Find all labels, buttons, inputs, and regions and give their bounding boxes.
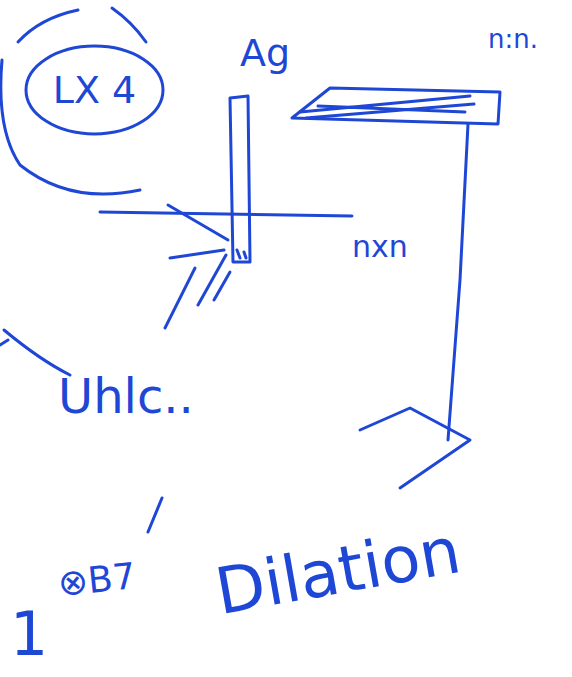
sketch-arc xyxy=(4,330,70,375)
node-text: LX 4 xyxy=(53,71,136,109)
sketch-ray xyxy=(198,255,226,305)
note-text: ⊗B7 xyxy=(56,558,137,602)
vertical-bar xyxy=(230,96,250,262)
element-symbol: Ag xyxy=(240,34,290,72)
stand-base xyxy=(360,408,470,488)
sketch-arc xyxy=(18,10,78,42)
sketch-stroke xyxy=(148,498,162,532)
sketch-line xyxy=(100,212,352,216)
stand-pole xyxy=(448,124,468,440)
heading-note: Dilation xyxy=(211,518,465,624)
platform xyxy=(292,88,500,124)
sketch-arc xyxy=(112,8,146,42)
platform-hatch xyxy=(300,96,474,118)
sketch-arc xyxy=(1,60,140,194)
note-text: n:n. xyxy=(488,26,538,52)
sketch-stroke xyxy=(237,250,246,258)
sketch-ray xyxy=(165,268,195,328)
sketch-ray xyxy=(214,272,230,300)
circled-note: LX 4 xyxy=(24,44,165,136)
note-text: Uhlc.. xyxy=(58,372,194,420)
sketch-ray xyxy=(170,250,224,258)
sketch-stroke xyxy=(0,340,8,345)
dimension-label: nxn xyxy=(352,232,408,262)
sketch-ray xyxy=(168,205,228,240)
note-number: 1 xyxy=(10,604,48,664)
